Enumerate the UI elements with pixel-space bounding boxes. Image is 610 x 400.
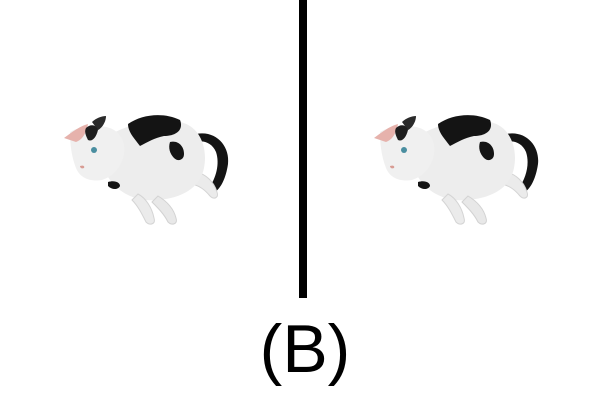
cat-icon — [374, 115, 539, 225]
figure-label: (B) — [259, 311, 351, 387]
vertical-divider — [299, 0, 307, 298]
cat-icon — [64, 115, 229, 225]
left-panel — [0, 0, 300, 300]
right-panel — [310, 0, 610, 300]
